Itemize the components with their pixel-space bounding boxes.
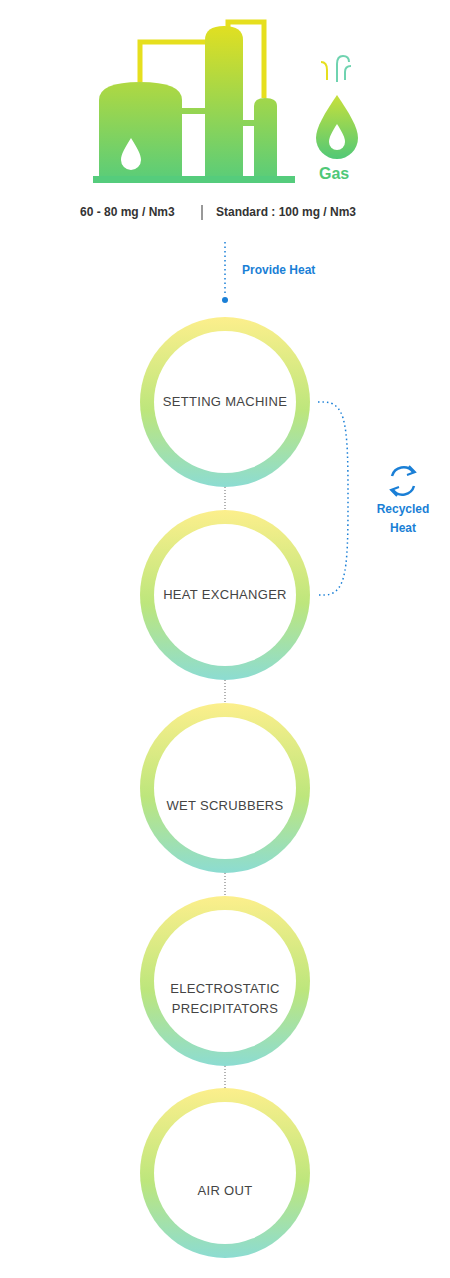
heat-line bbox=[224, 242, 226, 296]
gas-icon bbox=[316, 56, 358, 159]
flow-connector bbox=[225, 680, 226, 703]
fuel-label: Gas bbox=[319, 165, 349, 183]
flow-connector bbox=[225, 487, 226, 510]
process-circle: ELECTROSTATIC PRECIPITATORS bbox=[140, 896, 310, 1066]
ring-outline bbox=[140, 1088, 310, 1258]
separator bbox=[202, 205, 203, 220]
node-label: WET SCRUBBERS bbox=[161, 796, 289, 816]
process-circle: SETTING MACHINE bbox=[140, 317, 310, 487]
heat-dot bbox=[222, 297, 228, 303]
node-label: HEAT EXCHANGER bbox=[161, 585, 289, 605]
emission-value: Standard : 100 mg / Nm3 bbox=[216, 205, 356, 219]
flow-connector bbox=[225, 1066, 226, 1088]
node-label: AIR OUT bbox=[161, 1181, 289, 1201]
flow-note: Provide Heat bbox=[242, 263, 315, 277]
plant-illustration bbox=[93, 22, 295, 183]
node-label: SETTING MACHINE bbox=[161, 392, 289, 412]
node-label: ELECTROSTATIC PRECIPITATORS bbox=[161, 979, 289, 1019]
ring-outline bbox=[140, 703, 310, 873]
process-circle: AIR OUT bbox=[140, 1088, 310, 1258]
recycle-icon bbox=[391, 466, 415, 496]
process-circle: WET SCRUBBERS bbox=[140, 703, 310, 873]
flow-connector bbox=[225, 873, 226, 896]
process-circle: HEAT EXCHANGER bbox=[140, 510, 310, 680]
edge-label: Recycled Heat bbox=[370, 500, 436, 538]
recycle-bracket bbox=[318, 402, 348, 595]
emission-value: 60 - 80 mg / Nm3 bbox=[80, 205, 175, 219]
